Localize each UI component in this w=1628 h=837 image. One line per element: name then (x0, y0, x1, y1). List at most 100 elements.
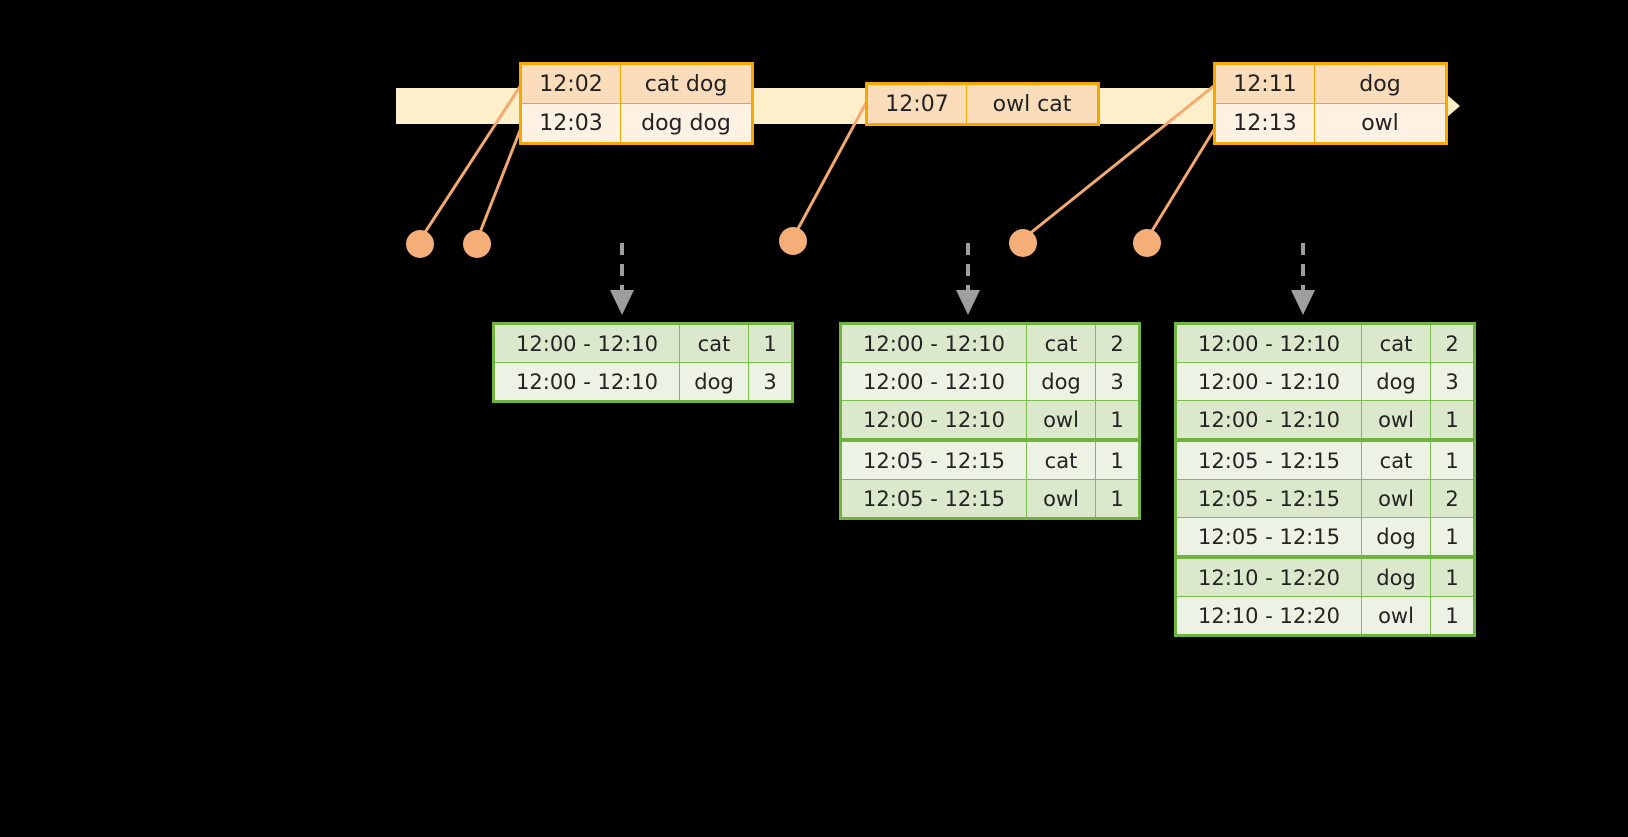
event-words: owl (1314, 103, 1447, 144)
event-time: 12:07 (866, 83, 967, 125)
result-window: 12:00 - 12:10 (1175, 400, 1362, 441)
result-count: 3 (1095, 362, 1140, 401)
result-word: dog (679, 362, 749, 402)
event-row[interactable]: 12:03 dog dog (520, 103, 753, 144)
result-word: cat (1026, 438, 1096, 480)
result-word: dog (1361, 362, 1431, 401)
result-window: 12:00 - 12:10 (493, 362, 680, 402)
result-word: owl (1361, 596, 1431, 636)
result-count: 1 (1095, 479, 1140, 519)
result-word: owl (1361, 479, 1431, 518)
emit-arrow-1 (610, 243, 634, 315)
event-words: cat dog (620, 63, 753, 104)
result-word: dog (1026, 362, 1096, 401)
leader-line-1 (418, 84, 523, 241)
result-count: 2 (1095, 323, 1140, 363)
result-word: cat (1361, 438, 1431, 480)
result-count: 1 (1430, 438, 1475, 480)
result-word: dog (1361, 517, 1431, 558)
leader-line-5 (1145, 127, 1217, 240)
event-dot-4 (1009, 229, 1037, 257)
result-window: 12:00 - 12:10 (840, 400, 1027, 441)
event-box-2[interactable]: 12:07 owl cat (865, 82, 1100, 126)
event-words: dog (1314, 63, 1447, 104)
result-count: 3 (748, 362, 793, 402)
result-window: 12:05 - 12:15 (1175, 479, 1362, 518)
result-word: dog (1361, 555, 1431, 597)
event-dot-3 (779, 227, 807, 255)
event-box-2-body: 12:07 owl cat (866, 83, 1099, 125)
result-count: 1 (1095, 438, 1140, 480)
event-dot-5 (1133, 229, 1161, 257)
result-count: 1 (1095, 400, 1140, 441)
event-time: 12:13 (1214, 103, 1315, 144)
event-time: 12:02 (520, 63, 621, 104)
result-count: 1 (1430, 517, 1475, 558)
result-word: owl (1026, 400, 1096, 441)
result-count: 2 (1430, 479, 1475, 518)
event-row[interactable]: 12:11 dog (1214, 63, 1447, 104)
event-box-3-body: 12:11 dog 12:13 owl (1214, 63, 1447, 144)
result-word: owl (1361, 400, 1431, 441)
result-count: 2 (1430, 323, 1475, 363)
result-window: 12:05 - 12:15 (840, 438, 1027, 480)
result-window: 12:00 - 12:10 (1175, 362, 1362, 401)
result-window: 12:00 - 12:10 (840, 323, 1027, 363)
result-count: 1 (1430, 555, 1475, 597)
result-window: 12:10 - 12:20 (1175, 596, 1362, 636)
event-time: 12:11 (1214, 63, 1315, 104)
event-time: 12:03 (520, 103, 621, 144)
event-dots (406, 227, 1161, 258)
event-box-3[interactable]: 12:11 dog 12:13 owl (1213, 62, 1448, 145)
result-count: 1 (1430, 596, 1475, 636)
result-window: 12:10 - 12:20 (1175, 555, 1362, 597)
result-window: 12:05 - 12:15 (840, 479, 1027, 519)
event-dot-1 (406, 230, 434, 258)
result-word: cat (679, 323, 749, 363)
result-window: 12:00 - 12:10 (1175, 323, 1362, 363)
result-word: owl (1026, 479, 1096, 519)
event-dot-2 (463, 230, 491, 258)
result-word: cat (1361, 323, 1431, 363)
result-count: 3 (1430, 362, 1475, 401)
event-row[interactable]: 12:07 owl cat (866, 83, 1099, 125)
event-box-1-body: 12:02 cat dog 12:03 dog dog (520, 63, 753, 144)
result-window: 12:05 - 12:15 (1175, 517, 1362, 558)
event-row[interactable]: 12:02 cat dog (520, 63, 753, 104)
result-window: 12:05 - 12:15 (1175, 438, 1362, 480)
leader-line-2 (475, 127, 523, 241)
result-window: 12:00 - 12:10 (840, 362, 1027, 401)
event-words: dog dog (620, 103, 753, 144)
event-row[interactable]: 12:13 owl (1214, 103, 1447, 144)
event-words: owl cat (966, 83, 1099, 125)
result-count: 1 (748, 323, 793, 363)
leader-line-3 (791, 102, 868, 239)
emit-arrow-2 (956, 243, 980, 315)
emit-arrows (610, 243, 1315, 315)
result-window: 12:00 - 12:10 (493, 323, 680, 363)
result-word: cat (1026, 323, 1096, 363)
event-box-1[interactable]: 12:02 cat dog 12:03 dog dog (519, 62, 754, 145)
